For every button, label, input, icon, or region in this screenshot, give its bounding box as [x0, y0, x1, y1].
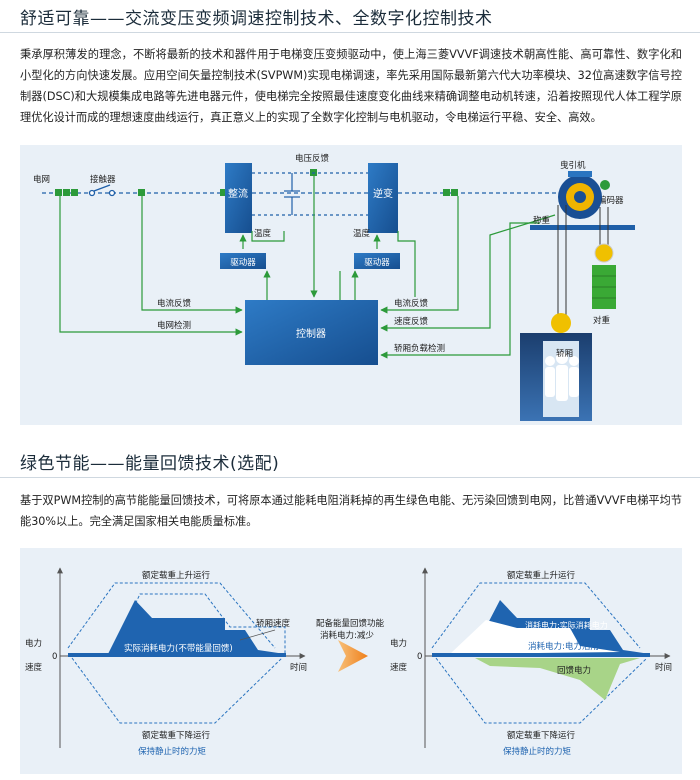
contactor-label: 接触器: [90, 174, 116, 185]
driver-left-label: 驱动器: [230, 257, 256, 268]
left-power-axis-label: 电力: [25, 638, 42, 649]
grid-label: 电网: [33, 174, 50, 185]
energy-regen-diagram-panel: 额定载重上升运行 轿厢速度 实际消耗电力(不带能量回馈) 电力 速度 0 时间 …: [20, 548, 682, 774]
left-graph: [57, 567, 306, 748]
section1-paragraph: 秉承厚积薄发的理念，不断将最新的技术和器件用于电梯变压变频驱动中，使上海三菱VV…: [20, 48, 682, 124]
section2-header: 绿色节能——能量回馈技术(选配): [0, 445, 700, 478]
car-label: 轿厢: [556, 348, 574, 359]
inverter-block: [368, 163, 398, 233]
driver-left-block: [220, 253, 266, 269]
section2-paragraph: 基于双PWM控制的高节能能量回馈技术，可将原本通过能耗电阻消耗掉的再生绿色电能、…: [20, 494, 682, 528]
right-actual-power-label: 消耗电力:实际消耗电力: [525, 620, 608, 630]
rectifier-block: [225, 163, 252, 233]
section1-header: 舒适可靠——交流变压变频调速控制技术、全数字化控制技术: [0, 0, 700, 33]
left-hold-label: 保持静止时的力矩: [138, 746, 207, 757]
right-regen-power-label: 回馈电力: [557, 665, 591, 676]
weighing-label: 称重: [533, 215, 551, 226]
left-zero-label: 0: [52, 652, 57, 662]
right-speed-axis-label: 速度: [390, 662, 408, 673]
traction-machine-label: 曳引机: [560, 160, 586, 171]
voltage-feedback-label: 电压反馈: [295, 153, 330, 164]
left-car-speed-label: 轿厢速度: [256, 618, 291, 629]
encoder-label: 编码器: [598, 195, 624, 206]
dc-link: [252, 172, 368, 216]
grid-detect-label: 电网检测: [157, 320, 191, 331]
signal-lines: [59, 175, 556, 359]
energy-regen-diagram: 额定载重上升运行 轿厢速度 实际消耗电力(不带能量回馈) 电力 速度 0 时间 …: [25, 567, 672, 757]
section1-title: 舒适可靠——交流变压变频调速控制技术、全数字化控制技术: [20, 9, 493, 29]
right-power-axis-label: 电力: [390, 638, 407, 649]
right-time-axis-label: 时间: [655, 662, 672, 673]
left-up-label: 额定载重上升运行: [142, 570, 211, 581]
middle-line2: 消耗电力:减少: [320, 630, 374, 641]
counterweight-label: 对重: [593, 315, 611, 326]
right-power-usage-label: 消耗电力:电力活用: [528, 641, 599, 652]
section2-title: 绿色节能——能量回馈技术(选配): [20, 454, 280, 474]
traction-machine: [530, 171, 635, 230]
elevator-car: 轿厢: [520, 313, 592, 421]
rectifier-label: 整流: [228, 187, 248, 200]
speed-feedback-label: 速度反馈: [394, 316, 429, 327]
controller-block: [245, 300, 378, 365]
car-load-detect-label: 轿厢负载检测: [394, 343, 445, 354]
drive-system-diagram-panel: 整流 逆变 驱动器 驱动器 控制器 电网: [20, 145, 682, 425]
right-hold-label: 保持静止时的力矩: [503, 746, 572, 757]
driver-right-block: [354, 253, 400, 269]
current-feedback-left-label: 电流反馈: [157, 298, 192, 309]
left-down-label: 额定载重下降运行: [142, 730, 211, 741]
inverter-label: 逆变: [373, 187, 393, 200]
middle-line1: 配备能量回馈功能: [316, 618, 385, 629]
ropes: [557, 205, 609, 315]
right-graph: [422, 567, 671, 748]
left-speed-axis-label: 速度: [25, 662, 43, 673]
passengers-icon: [545, 352, 579, 401]
right-up-label: 额定载重上升运行: [507, 570, 576, 581]
temp-right-label: 温度: [353, 228, 371, 239]
current-feedback-right-label: 电流反馈: [394, 298, 429, 309]
temp-left-label: 温度: [254, 228, 272, 239]
transition-arrow: [338, 640, 368, 672]
encoder-icon: [600, 180, 610, 190]
right-down-label: 额定载重下降运行: [507, 730, 576, 741]
driver-right-label: 驱动器: [364, 257, 390, 268]
right-zero-label: 0: [417, 652, 422, 662]
contactor-switch: [88, 184, 116, 197]
drive-system-diagram: 整流 逆变 驱动器 驱动器 控制器 电网: [33, 153, 635, 421]
controller-label: 控制器: [296, 327, 326, 340]
left-actual-power-label: 实际消耗电力(不带能量回馈): [124, 643, 233, 654]
left-time-axis-label: 时间: [290, 662, 307, 673]
counterweight: [592, 243, 616, 309]
